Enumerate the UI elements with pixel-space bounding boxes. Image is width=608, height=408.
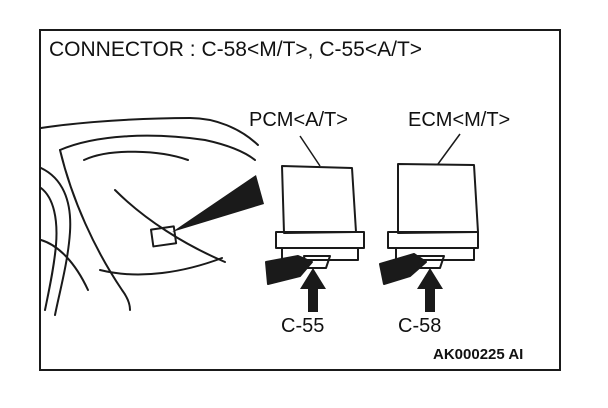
c58-connector-label: C-58 (398, 315, 442, 337)
ecm-module (379, 163, 479, 285)
ecm-label: ECM<M/T> (408, 109, 511, 131)
leader-arrow (172, 175, 264, 232)
pointer-arrow-up (300, 268, 326, 312)
steering-wheel-inner (40, 187, 58, 311)
diagram-title: CONNECTOR : C-58<M/T>, C-55<A/T> (49, 38, 423, 61)
c55-connector-label: C-55 (281, 315, 325, 337)
dashboard-top-line (40, 117, 259, 146)
steering-column (40, 239, 89, 291)
steering-wheel-outer (40, 167, 72, 316)
pcm-label: PCM<A/T> (249, 109, 348, 131)
knee-panel (99, 257, 223, 276)
connector-location-box (149, 225, 178, 248)
lower-panel-edge (114, 189, 226, 263)
pointer-arrow-up (417, 268, 443, 312)
dashboard-illustration (40, 117, 259, 316)
pcm-module (265, 165, 365, 285)
instrument-hood (83, 150, 189, 161)
ecm-label-leader (437, 133, 461, 165)
pcm-label-leader (299, 135, 321, 167)
figure-code: AK000225 AI (433, 346, 524, 363)
dashboard-brow (59, 134, 256, 161)
dashboard-face (59, 149, 131, 311)
